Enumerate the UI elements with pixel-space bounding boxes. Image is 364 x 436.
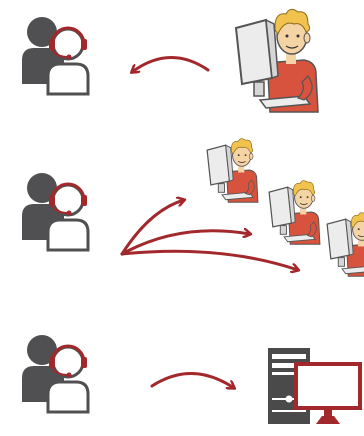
row-to-machine (22, 335, 360, 424)
user-at-computer-icon (207, 139, 258, 203)
curved-arrow-down-icon (122, 251, 298, 270)
user-at-computer-icon (269, 181, 320, 245)
call-center-agent-icon (22, 335, 88, 412)
call-center-agent-icon (22, 173, 88, 250)
user-at-computer-icon (236, 9, 318, 112)
row-one-to-one (22, 9, 318, 112)
curved-arrow-right-icon (152, 373, 234, 388)
row-one-to-many (22, 139, 364, 277)
curved-arrow-left-icon (132, 57, 208, 72)
user-at-computer-icon (327, 213, 364, 277)
curved-arrow-up-icon (122, 200, 184, 254)
call-center-agent-icon (22, 17, 88, 94)
desktop-computer-icon (268, 348, 360, 424)
